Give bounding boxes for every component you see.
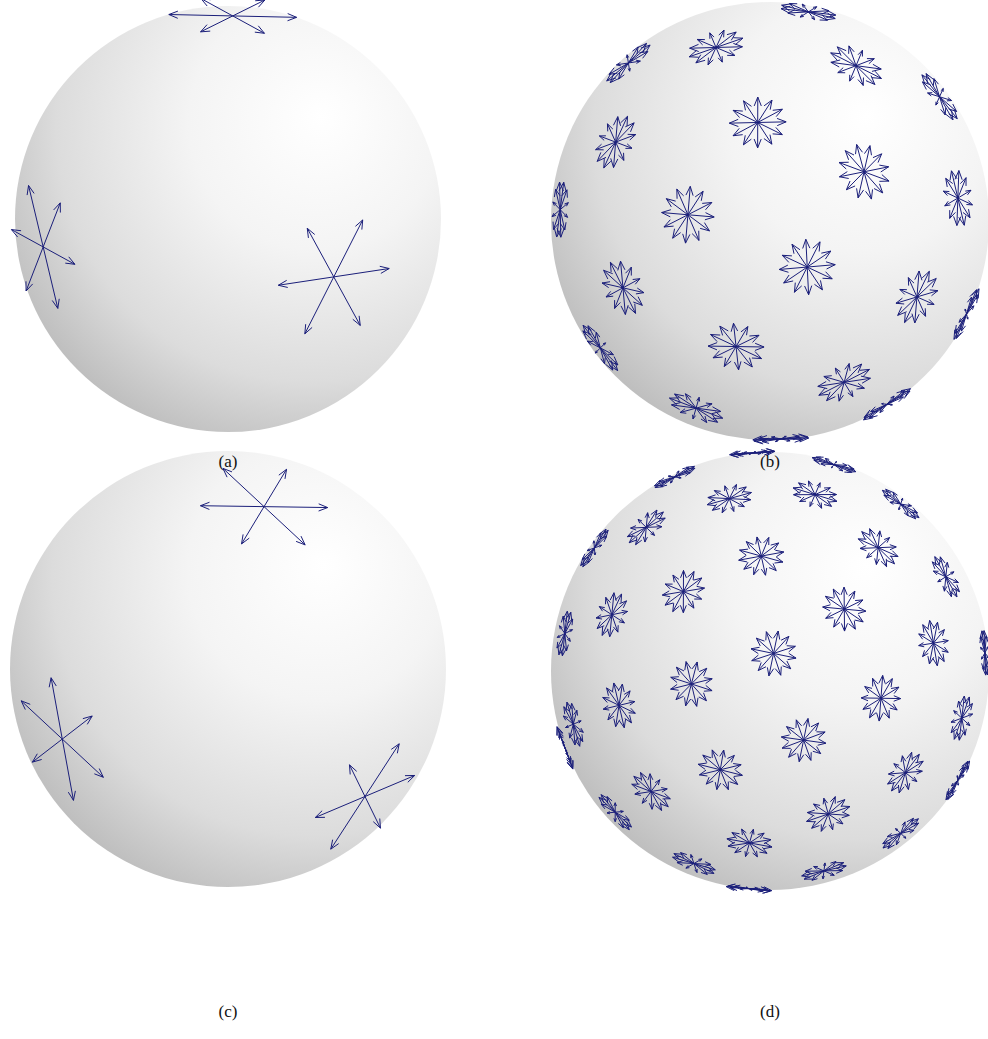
tangent-arrows <box>21 468 415 849</box>
panel-label: (d) <box>760 1002 780 1021</box>
tangent-arrows <box>11 0 389 334</box>
sphere <box>551 2 988 440</box>
tangent-arrows <box>552 4 979 444</box>
sphere-panel <box>10 451 446 887</box>
panel-label-holder: (d) <box>730 1002 810 1022</box>
sphere-panel <box>551 2 988 444</box>
sphere <box>10 451 446 887</box>
tangent-arrows <box>557 449 988 894</box>
panel-label-holder: (b) <box>730 452 810 472</box>
sphere-panel <box>11 0 441 432</box>
sphere <box>15 6 441 432</box>
panel-label-holder: (c) <box>188 1002 268 1022</box>
panel-label: (b) <box>760 452 780 471</box>
panel-label-holder: (a) <box>188 452 268 472</box>
sphere <box>551 452 988 890</box>
sphere-panel <box>551 449 988 894</box>
panel-label: (a) <box>219 452 238 471</box>
panel-label: (c) <box>219 1002 238 1021</box>
